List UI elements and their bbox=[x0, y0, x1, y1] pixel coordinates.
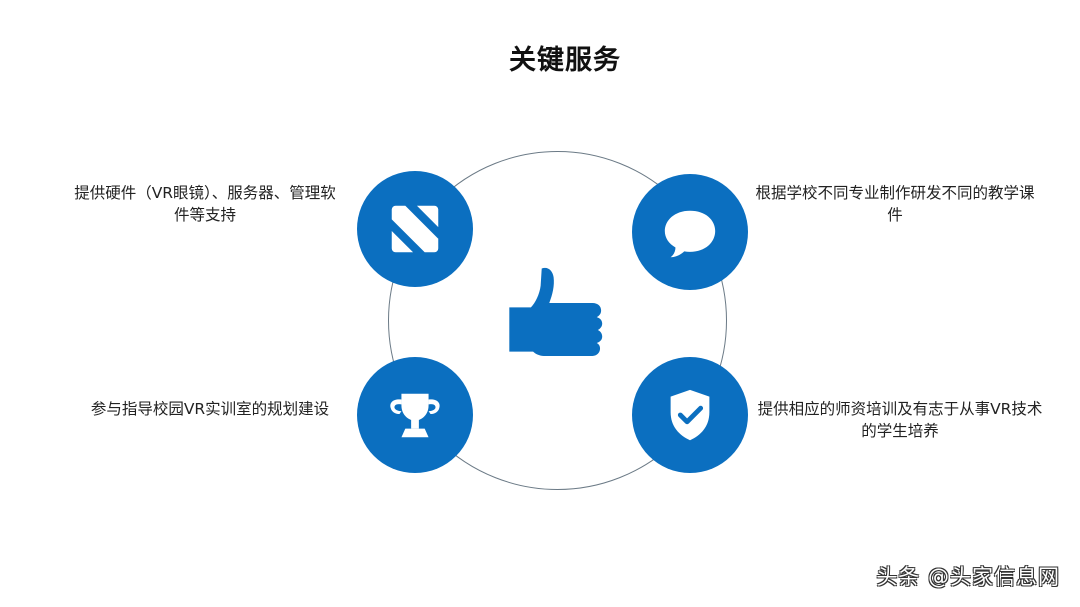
thumbs-up-icon bbox=[509, 267, 603, 356]
watermark: 头条 @头家信息网 bbox=[876, 565, 1060, 589]
service-label-hardware: 提供硬件（VR眼镜）、服务器、管理软件等支持 bbox=[74, 184, 336, 224]
service-label-training: 提供相应的师资培训及有志于从事VR技术的学生培养 bbox=[757, 400, 1043, 440]
service-node-hardware bbox=[357, 171, 473, 287]
trophy-icon bbox=[390, 393, 440, 438]
service-node-courseware bbox=[632, 174, 748, 290]
service-node-lab-planning bbox=[357, 357, 473, 473]
service-node-training bbox=[632, 357, 748, 473]
shield-check-icon bbox=[670, 389, 710, 441]
service-label-courseware: 根据学校不同专业制作研发不同的教学课件 bbox=[755, 184, 1035, 224]
news-n-icon bbox=[391, 205, 439, 253]
service-label-lab-planning: 参与指导校园VR实训室的规划建设 bbox=[90, 400, 330, 418]
connector-ring bbox=[388, 151, 727, 490]
speech-bubble-icon bbox=[664, 210, 716, 258]
diagram-title: 关键服务 bbox=[509, 45, 621, 76]
